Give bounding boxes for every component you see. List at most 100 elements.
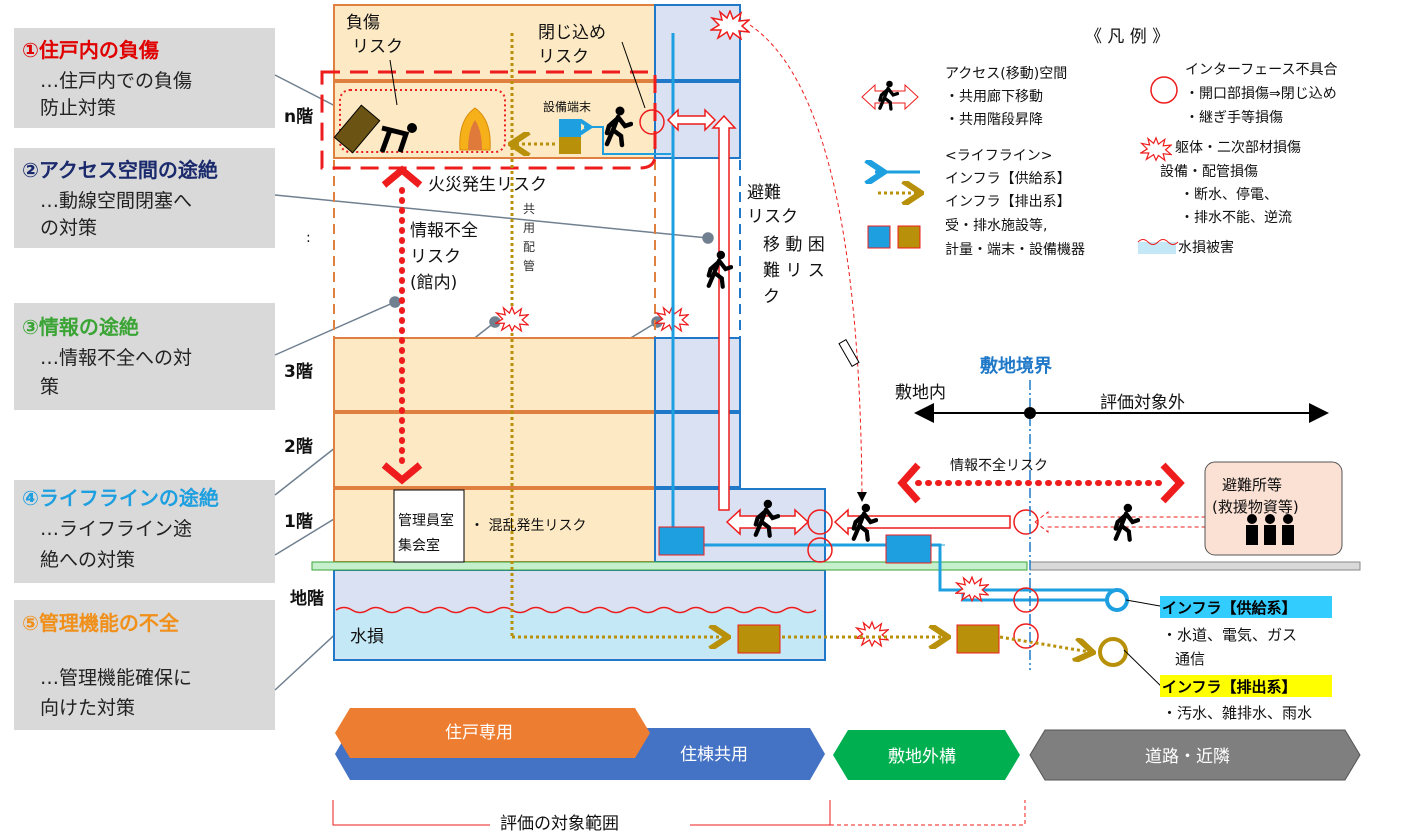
fire-risk-zone — [320, 70, 657, 170]
legend-damage-3: ・断水、停電、 — [1180, 186, 1278, 203]
legend-damage-1: 躯体・二次部材損傷 — [1175, 140, 1301, 156]
panel-2-title: ②アクセス空間の途絶 — [22, 158, 218, 182]
panel-4-title: ④ライフラインの途絶 — [22, 486, 219, 510]
inside-site-label: 敷地内 — [895, 383, 946, 403]
legend-lifeline-3: インフラ【排出系】 — [945, 194, 1071, 210]
supply-infra-label: インフラ【供給系】 — [1162, 599, 1297, 617]
legend-damage-2: 設備・配管損傷 — [1160, 164, 1258, 180]
legend-supply-box — [867, 225, 891, 249]
damage-burst-icon — [855, 621, 889, 647]
manager-room-label-1: 管理員室 — [398, 512, 454, 529]
panel-1-line1: …住戸内での負傷 — [40, 70, 192, 92]
ground-access-arrows — [725, 508, 1011, 536]
evaluation-scope-label: 評価の対象範囲 — [500, 814, 619, 834]
panel-2-line1: …動線空間閉塞へ — [40, 190, 192, 212]
floor-3-unit — [333, 337, 656, 412]
zone-private — [335, 708, 650, 758]
movement-risk-1: 移 動 困 — [763, 235, 825, 255]
legend-damage-icon — [1140, 137, 1172, 161]
legend-interface-3: ・継ぎ手等損傷 — [1185, 109, 1283, 126]
zone-bar: 住戸専用 住棟共用 敷地外構 道路・近隣 評価の対象範囲 — [332, 708, 1361, 834]
legend-access-2: ・共用廊下移動 — [945, 88, 1043, 105]
panel-4-bg — [14, 480, 275, 583]
injury-zone — [339, 89, 506, 153]
discharge-label-bg — [1160, 675, 1332, 697]
zone-road — [1029, 729, 1361, 781]
shelter-label-2: (救援物資等) — [1212, 498, 1299, 516]
corridor-access-arrow — [666, 108, 717, 132]
legend: 《 凡 例 》 アクセス(移動)空間 ・共用廊下移動 ・共用階段昇降 <ライフラ… — [861, 27, 1337, 258]
evac-risk-2: リスク — [747, 207, 798, 227]
panel-5-line1: …管理機能確保に — [40, 667, 192, 689]
floor-1-unit — [333, 488, 656, 563]
info-risk-2: リスク — [410, 247, 461, 267]
legend-title: 《 凡 例 》 — [1085, 27, 1169, 47]
floor-ellipsis: : — [306, 230, 311, 246]
legend-interface-1: インターフェース不具合 — [1185, 62, 1337, 78]
panel-2-bg — [14, 148, 275, 248]
supply-facility-icon — [885, 534, 932, 564]
movement-risk-2: 難 リ ス — [763, 261, 825, 281]
discharge-facility-icon — [737, 624, 781, 654]
legend-water-icon — [1138, 242, 1176, 254]
panel-1-bg — [14, 28, 275, 128]
legend-interface-icon — [1150, 76, 1178, 104]
countermeasure-panels: ①住戸内の負傷 …住戸内での負傷 防止対策 ②アクセス空間の途絶 …動線空間閉塞… — [14, 28, 275, 730]
info-risk-1: 情報不全 — [410, 221, 478, 241]
panel-3-line2: 策 — [40, 376, 59, 398]
legend-access-icon — [861, 83, 919, 111]
legend-lifeline-4: 受・排水施設等, — [945, 217, 1047, 234]
injury-risk-2: リスク — [352, 37, 403, 57]
panel-5-line2: 向けた対策 — [40, 697, 135, 719]
shared-pipe-label-1: 共 — [523, 202, 535, 216]
building — [311, 4, 1361, 661]
fire-risk-label: 火災発生リスク — [428, 175, 547, 195]
supply-label-bg — [1160, 596, 1332, 618]
legend-lifeline-5: 計量・端末・設備機器 — [945, 242, 1085, 258]
supply-items-1: ・水道、電気、ガス — [1162, 626, 1297, 644]
legend-lifeline-2: インフラ【供給系】 — [945, 171, 1071, 187]
panel-4-line2: 絶への対策 — [40, 549, 135, 571]
manager-room-label-2: 集会室 — [398, 537, 440, 554]
legend-interface-2: ・開口部損傷⇒閉じ込め — [1185, 86, 1337, 102]
zone-road-label: 道路・近隣 — [1145, 747, 1230, 767]
confinement-risk-1: 閉じ込め — [538, 23, 606, 43]
discharge-device-icon — [559, 137, 581, 154]
manager-room — [393, 489, 465, 563]
fire-inner-icon — [468, 120, 482, 150]
interface-circles — [807, 509, 1039, 649]
panel-1-line2: 防止対策 — [40, 97, 116, 119]
legend-access-1: アクセス(移動)空間 — [945, 66, 1067, 82]
evac-risk-1: 避難 — [747, 183, 781, 203]
out-of-scope-label: 評価対象外 — [1100, 393, 1185, 413]
legend-lifeline-1: <ライフライン> — [945, 148, 1052, 164]
people-group-icon — [1246, 514, 1294, 545]
stair-access-arrow — [711, 114, 737, 511]
movement-risk-3: ク — [763, 287, 780, 307]
equipment-terminal-label: 設備端末 — [543, 99, 591, 114]
injury-risk-1: 負傷 — [346, 13, 380, 33]
floor-label-b: 地階 — [290, 588, 324, 609]
floor-2-unit — [333, 412, 656, 488]
damage-burst-icon — [495, 306, 529, 332]
ground-line-road — [1029, 561, 1361, 571]
injured-person-icon — [379, 123, 417, 153]
break-mark-icon — [838, 339, 860, 367]
top-floor-unit — [333, 4, 656, 81]
discharge-items: ・汚水、雑排水、雨水 — [1162, 704, 1312, 722]
zone-common-label: 住棟共用 — [680, 745, 748, 765]
fallen-furniture-icon — [333, 104, 381, 154]
supply-facility-icon — [658, 526, 705, 556]
panel-5-bg — [14, 600, 275, 730]
site-info-risk-label: 情報不全リスク — [950, 457, 1048, 474]
supply-device-icon — [559, 119, 581, 137]
panel-4-line1: …ライフライン途 — [40, 518, 192, 540]
zone-exterior-label: 敷地外構 — [888, 747, 956, 767]
panel-3-line1: …情報不全への対 — [40, 347, 192, 369]
zone-exterior — [833, 730, 1020, 780]
floor-label-n: n階 — [284, 107, 313, 127]
shared-pipe-label-2: 用 — [523, 221, 535, 235]
site-boundary-label: 敷地境界 — [980, 355, 1052, 377]
legend-access-3: ・共用階段昇降 — [945, 112, 1043, 128]
